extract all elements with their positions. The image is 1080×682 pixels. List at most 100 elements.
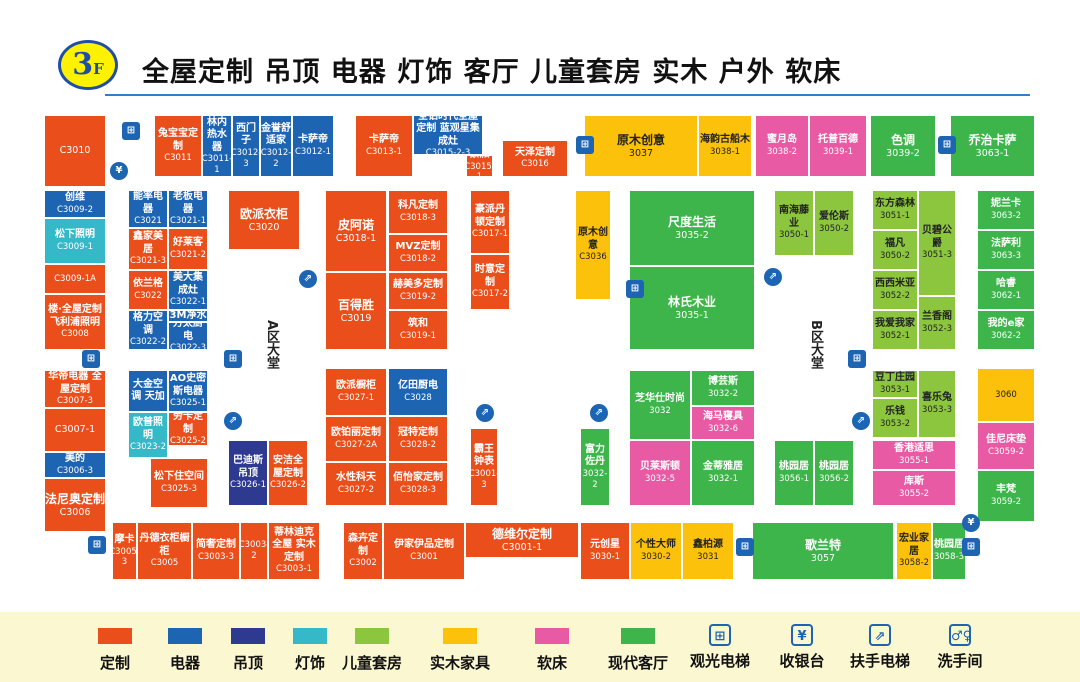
shop-c3022-3[interactable]: 3M净水 <box>168 310 208 322</box>
shop-c3010[interactable]: C3010 <box>44 115 106 187</box>
shop-3060[interactable]: 3060 <box>977 368 1035 422</box>
shop-c3007-2[interactable]: 大金空调 天加 <box>128 370 168 412</box>
shop-c3003-2[interactable]: C3003-2 <box>240 522 268 580</box>
shop-c3005-3[interactable]: 摩卡C3005-3 <box>112 522 137 580</box>
shop-c3009-1a[interactable]: C3009-1A <box>44 264 106 294</box>
shop-c3007-1[interactable]: C3007-1 <box>44 408 106 452</box>
shop-c3015-1[interactable]: 豪派C3015-1 <box>466 155 493 177</box>
